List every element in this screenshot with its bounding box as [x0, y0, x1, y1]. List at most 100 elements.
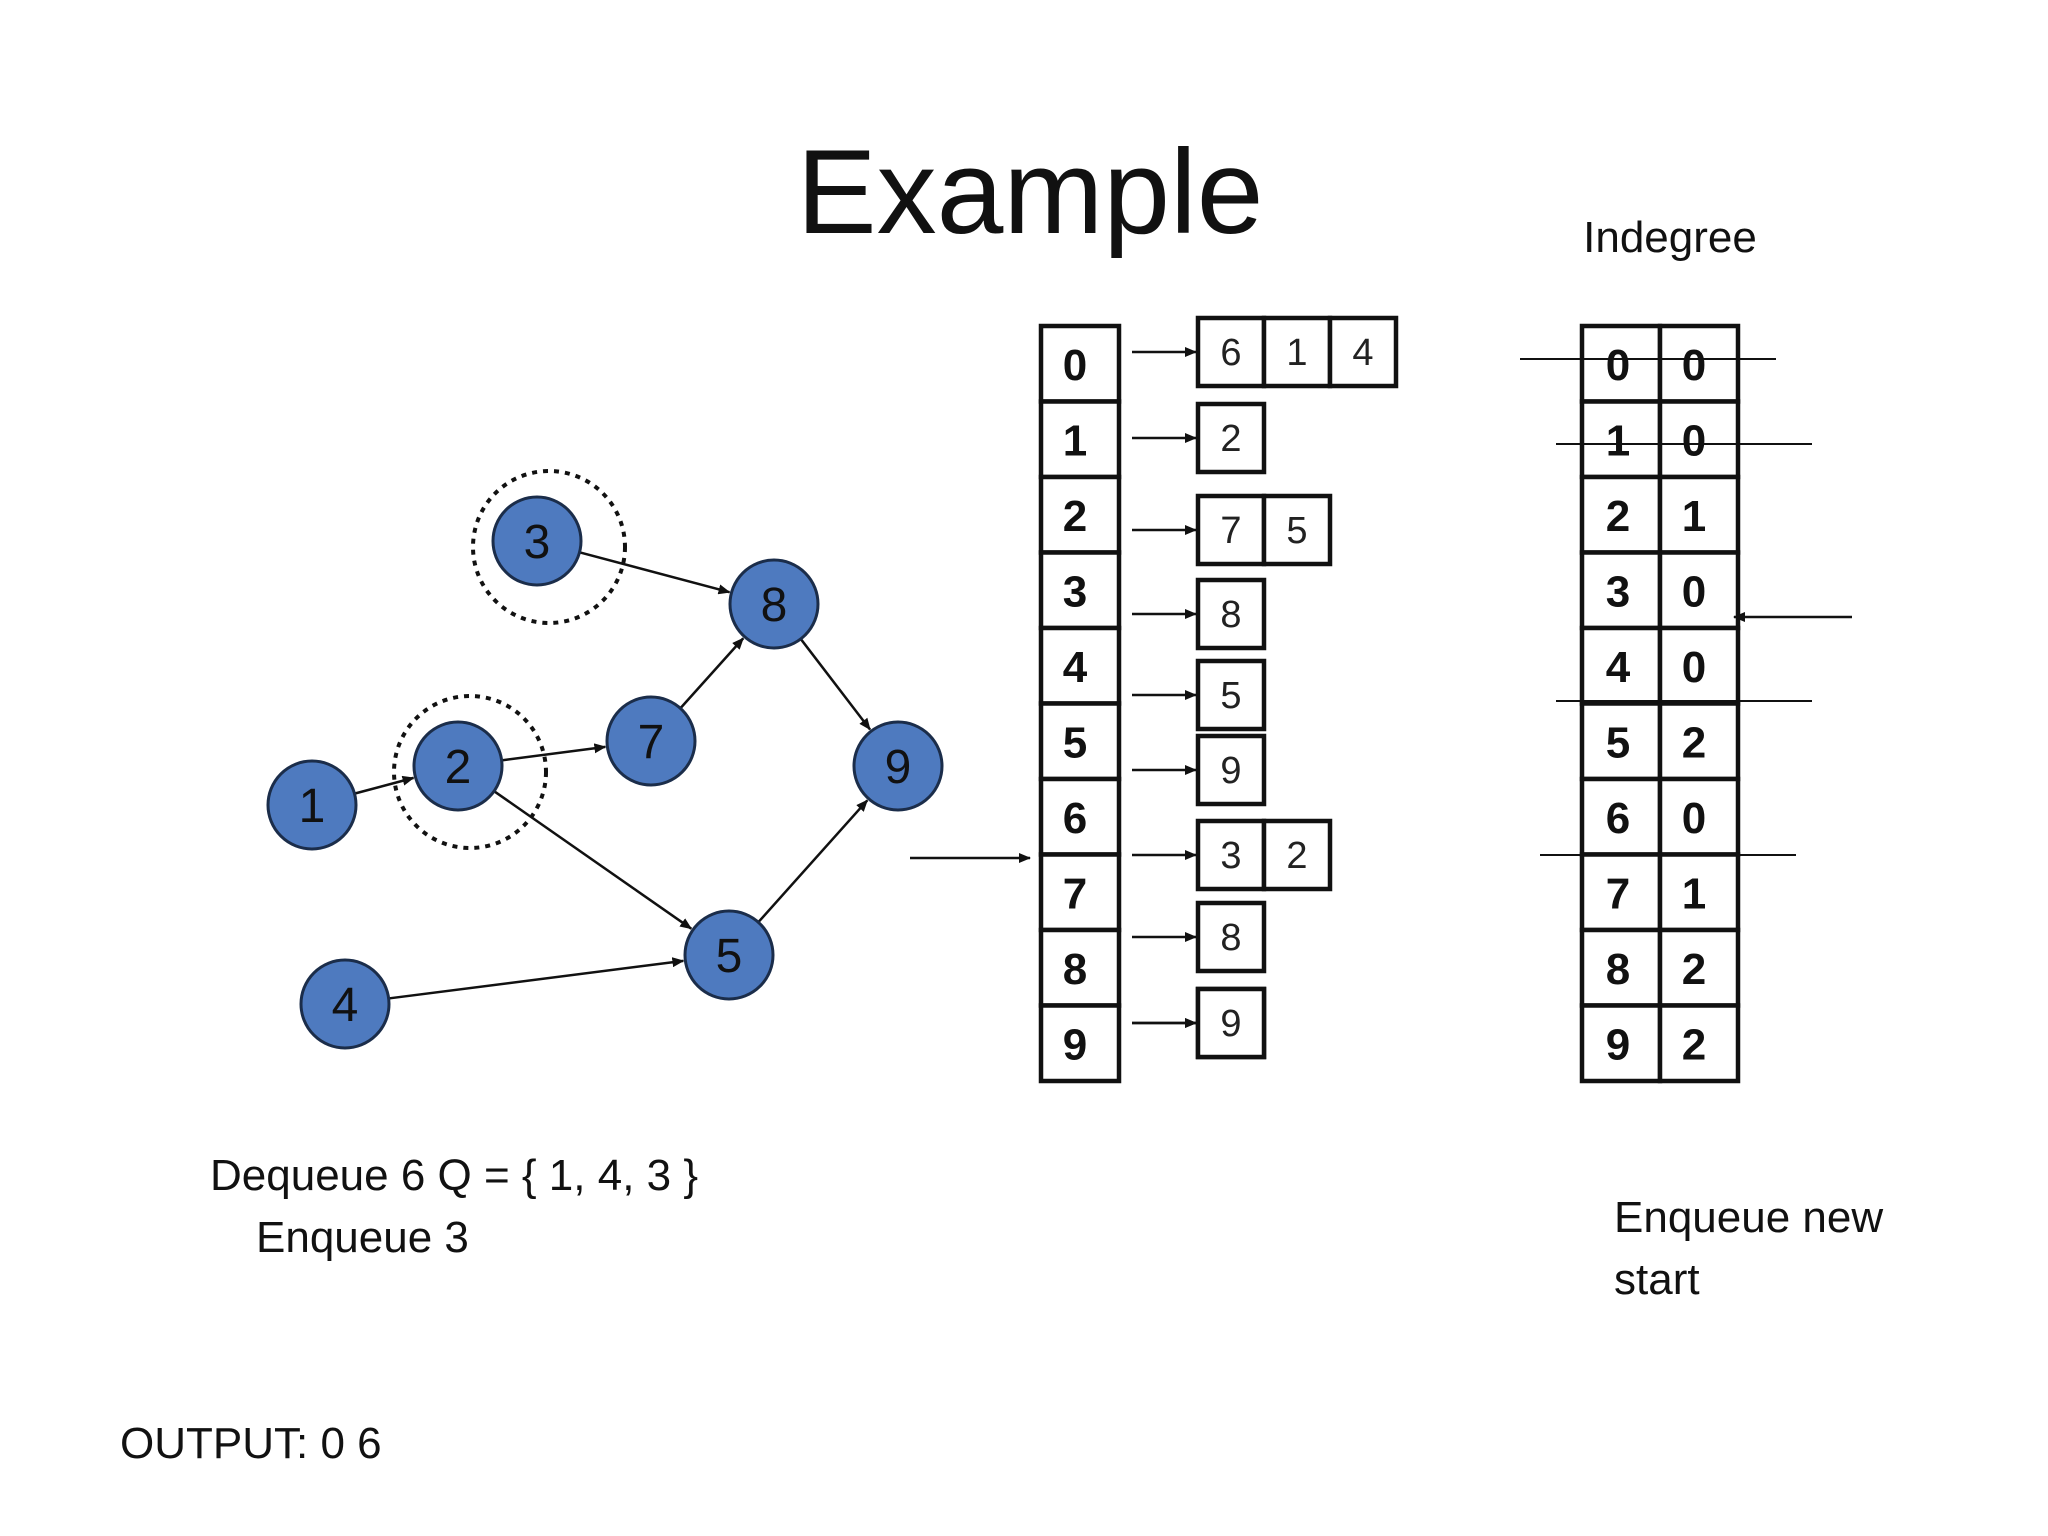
note-line-2: start: [1614, 1255, 1700, 1304]
indegree-value-cell: [1657, 399, 1741, 480]
graph-node-9: 9: [852, 720, 944, 812]
indegree-value-cell: [1657, 776, 1741, 857]
indegree-index-label: 8: [1606, 945, 1630, 994]
node-label: 5: [716, 930, 743, 983]
indegree-value-label: 0: [1682, 643, 1706, 692]
indegree-index-label: 5: [1606, 718, 1630, 767]
adjacency-node-box: [1195, 900, 1267, 974]
adjacency-node-label: 6: [1220, 332, 1241, 374]
node-circle: [683, 909, 775, 1001]
graph-edges: [354, 551, 872, 1000]
indegree-index-label: 6: [1606, 794, 1630, 843]
adjacency-row-9: 9: [1038, 1003, 1122, 1084]
graph-edge-7-8: [679, 637, 745, 710]
adjacency-list-3: 8: [1132, 577, 1267, 651]
indegree-index-label: 3: [1606, 567, 1630, 616]
status-dequeue-line: Dequeue 6 Q = { 1, 4, 3 }: [210, 1151, 698, 1200]
adjacency-list-4: 5: [1132, 658, 1267, 732]
graph-node-2: 2: [392, 694, 548, 850]
adjacency-node-label: 5: [1286, 510, 1307, 552]
adjacency-list-7: 8: [1132, 900, 1267, 974]
adjacency-index-label: 9: [1063, 1020, 1087, 1069]
adjacency-node-label: 3: [1220, 835, 1241, 877]
indegree-value-label: 2: [1682, 1020, 1706, 1069]
adjacency-node-box: [1195, 401, 1267, 475]
adjacency-index-cell: [1038, 1003, 1122, 1084]
adjacency-index-label: 8: [1063, 945, 1087, 994]
adjacency-list-5: 9: [1132, 733, 1267, 807]
adjacency-index-label: 2: [1063, 492, 1087, 541]
graph-node-5: 5: [683, 909, 775, 1001]
node-label: 1: [299, 780, 326, 833]
indegree-index-label: 1: [1606, 416, 1630, 465]
indegree-label: Indegree: [1583, 213, 1757, 262]
graph-node-8: 8: [728, 558, 820, 650]
graph-node-4: 4: [299, 958, 391, 1050]
indegree-index-label: 0: [1606, 341, 1630, 390]
adjacency-index-label: 6: [1063, 794, 1087, 843]
indegree-value-label: 1: [1682, 492, 1706, 541]
adjacency-lists: 61427585932899: [1132, 315, 1399, 1060]
graph-node-1: 1: [266, 759, 358, 851]
adjacency-node-box: [1195, 658, 1267, 732]
adjacency-index-label: 1: [1063, 416, 1087, 465]
adjacency-node-label: 7: [1220, 510, 1241, 552]
graph-edge-2-7: [501, 743, 607, 762]
adjacency-node-label: 5: [1220, 675, 1241, 717]
graph-edge-2-5: [493, 790, 693, 930]
adjacency-row-8: 8: [1038, 927, 1122, 1008]
node-circle: [605, 695, 697, 787]
graph-edge-5-9: [757, 799, 869, 924]
node-label: 4: [332, 979, 359, 1032]
graph-node-3: 3: [471, 469, 627, 625]
indegree-value-label: 0: [1682, 341, 1706, 390]
adjacency-index-cell: [1038, 625, 1122, 706]
adjacency-node-box: [1261, 315, 1333, 389]
node-label: 2: [445, 741, 472, 794]
adjacency-list-9: 9: [1132, 986, 1267, 1060]
adjacency-list-1: 2: [1132, 401, 1267, 475]
indegree-index-cell: [1579, 1003, 1663, 1084]
adjacency-node-box: [1195, 577, 1267, 651]
indegree-index-label: 2: [1606, 492, 1630, 541]
adjacency-node-label: 9: [1220, 750, 1241, 792]
graph-edge-3-8: [579, 551, 731, 595]
adjacency-row-3: 3: [1038, 550, 1122, 631]
adjacency-node-label: 9: [1220, 1003, 1241, 1045]
adjacency-list-0: 6 1 4: [1132, 315, 1399, 389]
indegree-value-label: 0: [1682, 416, 1706, 465]
adjacency-index-label: 3: [1063, 567, 1087, 616]
indegree-value-label: 0: [1682, 794, 1706, 843]
graph-edge-4-5: [388, 957, 685, 1000]
adjacency-node-label: 4: [1352, 332, 1373, 374]
indegree-value-label: 2: [1682, 718, 1706, 767]
adjacency-row-4: 4: [1038, 625, 1122, 706]
adjacency-node-box: [1261, 493, 1333, 567]
adjacency-node-box: [1195, 315, 1267, 389]
adjacency-node-label: 8: [1220, 917, 1241, 959]
adjacency-node-box: [1261, 818, 1333, 892]
indegree-index-label: 4: [1606, 643, 1631, 692]
adjacency-index-label: 5: [1063, 718, 1087, 767]
adjacency-index-cell: [1038, 550, 1122, 631]
adjacency-index-label: 4: [1063, 643, 1088, 692]
node-circle: [852, 720, 944, 812]
node-circle: [266, 759, 358, 851]
adjacency-row-0: 0: [1038, 323, 1122, 404]
node-label: 3: [524, 516, 551, 569]
indegree-value-cell: [1657, 625, 1741, 706]
adjacency-node-label: 1: [1286, 332, 1307, 374]
